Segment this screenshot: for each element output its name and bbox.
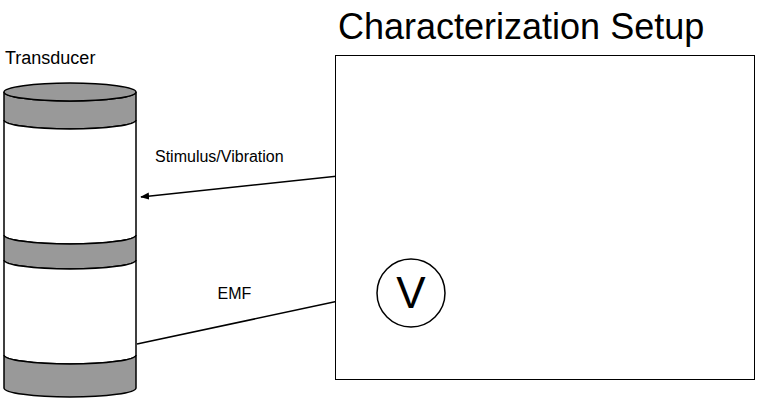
cylinder-outline xyxy=(3,82,137,400)
signal-label: Stimulus/Vibration xyxy=(153,148,286,166)
heading: Characterization Setup xyxy=(338,7,704,47)
meter-letter: V xyxy=(396,269,425,317)
edge-label: EMF xyxy=(216,285,254,303)
voltmeter-symbol: V xyxy=(376,258,446,328)
transducer-cylinder: Transducer xyxy=(3,82,137,400)
heading: Transducer xyxy=(5,49,95,69)
setup-panel: VCharacterization Setup xyxy=(335,55,755,380)
